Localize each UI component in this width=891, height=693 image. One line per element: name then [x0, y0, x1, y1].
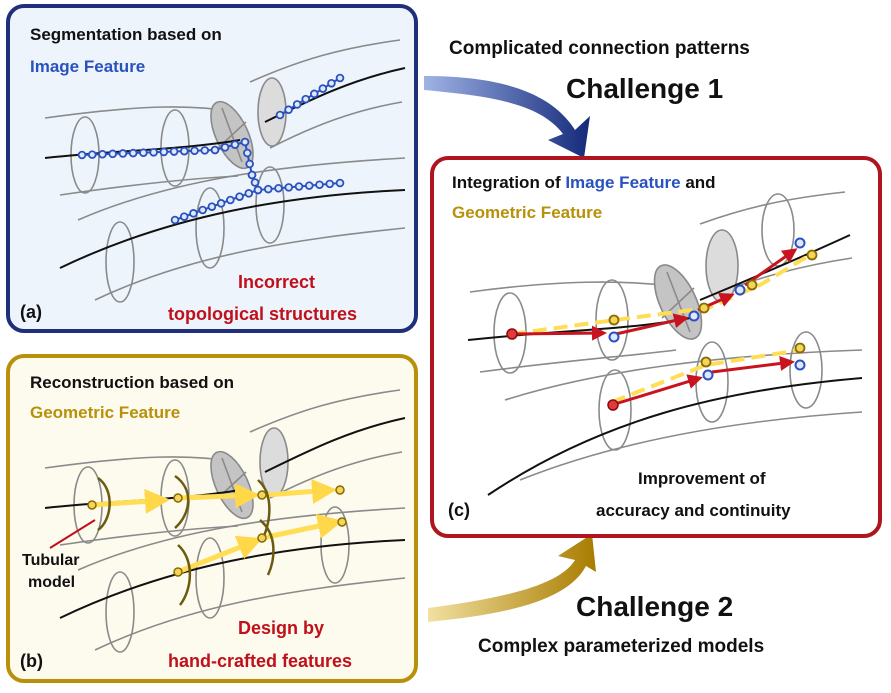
panel-b-model-label-line2: model	[28, 574, 75, 591]
bead-chain	[77, 73, 345, 225]
bead	[301, 94, 311, 104]
bead	[274, 183, 283, 193]
panel-b: Reconstruction based on Geometric Featur…	[6, 354, 418, 683]
bead	[327, 78, 336, 88]
start-points	[506, 328, 619, 411]
bead	[250, 178, 260, 187]
panel-c-title-line2: Geometric Feature	[452, 203, 602, 222]
panel-b-caption-line1: Design by	[238, 618, 324, 638]
bead	[304, 181, 314, 190]
bead	[230, 140, 240, 149]
tubular-model-points	[87, 485, 347, 577]
bead	[243, 148, 252, 158]
gaussian-profiles	[97, 474, 275, 606]
bead	[226, 195, 235, 205]
bead	[245, 159, 254, 169]
panel-a-title-line1: Segmentation based on	[30, 25, 222, 44]
challenge2-arrow	[428, 534, 596, 622]
bead	[207, 202, 217, 211]
bead	[294, 182, 304, 191]
bead	[118, 149, 128, 158]
panel-b-title-line2: Geometric Feature	[30, 403, 180, 422]
bead	[198, 205, 207, 215]
bead	[139, 148, 148, 157]
panel-b-model-label-line1: Tubular	[22, 552, 79, 569]
bead	[149, 148, 158, 157]
bead	[98, 149, 107, 159]
image-feature-points	[608, 237, 806, 381]
bead	[284, 105, 293, 115]
bead	[210, 145, 220, 155]
bead	[253, 185, 263, 195]
bead	[180, 146, 189, 156]
panel-c-frame	[430, 156, 882, 538]
bead	[318, 84, 328, 93]
bead	[87, 150, 97, 159]
bead	[190, 146, 199, 156]
panel-a-title-line2: Image Feature	[30, 57, 145, 76]
bead	[159, 147, 169, 157]
panel-a-caption-line2: topological structures	[168, 304, 357, 324]
bead	[179, 212, 189, 221]
bead	[169, 147, 179, 156]
bead	[263, 184, 273, 194]
bead	[240, 137, 250, 147]
bead	[200, 146, 210, 155]
panel-b-title-line1: Reconstruction based on	[30, 373, 234, 392]
bead	[335, 178, 345, 188]
bead	[244, 189, 254, 198]
panel-c-caption-line1: Improvement of	[638, 469, 766, 488]
panel-c-label: (c)	[448, 500, 470, 520]
bead	[189, 209, 198, 218]
bead	[77, 150, 87, 160]
bead	[247, 170, 257, 180]
panel-b-frame	[6, 354, 418, 683]
bead	[284, 183, 294, 192]
bead	[235, 192, 244, 201]
panel-c-title-suffix: and	[681, 173, 716, 192]
vessel-tubes-a	[44, 39, 406, 303]
bead	[325, 179, 335, 189]
challenge1-arrow	[424, 76, 590, 158]
bead	[216, 199, 226, 208]
panel-b-caption-line2: hand-crafted features	[168, 651, 352, 671]
tubular-model-arrows	[91, 479, 343, 575]
panel-a: Segmentation based on Image Feature Inco…	[6, 4, 418, 333]
panel-c-title-prefix: Integration of	[452, 173, 565, 192]
panel-c-caption-line2: accuracy and continuity	[596, 501, 791, 520]
bead	[128, 148, 138, 158]
panel-a-label: (a)	[20, 302, 42, 322]
challenge2-subtitle: Complex parameterized models	[478, 636, 764, 657]
bead	[108, 149, 117, 159]
bead	[275, 110, 285, 120]
panel-c-title-image: Image Feature	[565, 173, 680, 192]
geometric-feature-points	[608, 249, 818, 368]
bead	[292, 100, 302, 109]
panel-a-caption-line1: Incorrect	[238, 272, 315, 292]
bead	[315, 180, 324, 190]
bead	[170, 215, 180, 225]
panel-c-title-line1: Integration of Image Feature and	[452, 173, 716, 192]
bead	[220, 143, 230, 152]
bead	[309, 89, 319, 99]
challenge2-title: Challenge 2	[576, 591, 733, 622]
tubular-model-pointer	[49, 519, 96, 549]
challenge1-title: Challenge 1	[566, 73, 723, 104]
panel-b-label: (b)	[20, 651, 43, 671]
panel-a-frame	[6, 4, 418, 333]
panel-c: Integration of Image Feature and Geometr…	[430, 156, 882, 538]
challenge1-subtitle: Complicated connection patterns	[449, 38, 750, 59]
bead	[335, 73, 345, 83]
